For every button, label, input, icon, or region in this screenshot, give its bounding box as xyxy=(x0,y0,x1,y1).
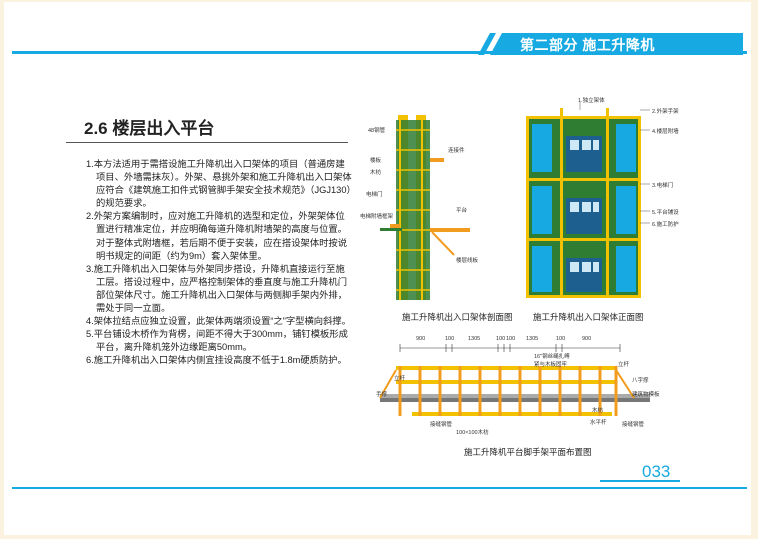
label-figure-eight-brace: 八字撑 xyxy=(632,378,649,384)
paragraph-3: 3.施工升降机出入口架体与外架同步搭设，升降机直接运行至施工层。搭设过程中，应严… xyxy=(86,263,348,314)
label-connector: 连接件 xyxy=(448,148,465,154)
body-text: 1.本方法适用于需搭设施工升降机出入口架体的项目（普通房建项目、外墙需抹灰）。外… xyxy=(86,158,352,368)
label-wire-rope: 16"钢丝绳扎缚紧与木板固牢 xyxy=(534,354,570,368)
plan-view-figure: 900 100 1305 100 100 1305 100 900 立杆 手撑 … xyxy=(360,336,660,436)
label-timber-size: 100×100木枋 xyxy=(456,430,489,436)
paragraph-2: 2.外架方案编制时，应对施工升降机的选型和定位，外架架体位置进行精准定位，并应明… xyxy=(86,211,348,261)
label-hand-brace: 手撑 xyxy=(376,392,388,398)
dim-1: 900 xyxy=(416,336,426,342)
label-floor-slab: 楼板 xyxy=(370,158,382,164)
dim-6: 1305 xyxy=(526,336,539,342)
section-view-caption: 施工升降机出入口架体剖面图 xyxy=(402,312,513,322)
label-protection: 6.施工防护 xyxy=(652,222,679,228)
paragraph-6: 6.施工升降机出入口架体内侧宜挂设高度不低于1.8m硬质防护。 xyxy=(86,355,347,366)
label-door: 3.电梯门 xyxy=(652,183,674,189)
paragraph-5: 5.平台铺设木桥作为背楞，间距不得大于300mm，铺钉模板形成平台，离升降机笼外… xyxy=(86,329,348,353)
footer-accent-line xyxy=(600,480,680,482)
header-banner xyxy=(478,33,743,55)
label-48-pipe: 48钢管 xyxy=(368,128,386,134)
page-number: 033 xyxy=(642,462,671,481)
label-platform-laying: 5.平台铺设 xyxy=(652,210,679,216)
header-title: 第二部分 施工升降机 xyxy=(520,37,655,53)
label-timber-plan: 木枋 xyxy=(592,408,604,414)
footer-rule xyxy=(12,487,747,489)
dim-8: 900 xyxy=(582,336,592,342)
dim-7: 100 xyxy=(556,336,566,342)
section-divider xyxy=(66,142,348,143)
paragraph-1: 1.本方法适用于需搭设施工升降机出入口架体的项目（普通房建项目、外墙需抹灰）。外… xyxy=(86,159,352,209)
header-rule xyxy=(12,51,747,54)
label-pole-left: 立杆 xyxy=(394,376,406,382)
dim-3: 1305 xyxy=(468,336,481,342)
label-wall-tie: 4.楼层附墙 xyxy=(652,129,679,135)
label-independent-frame: 1.独立架体 xyxy=(578,98,605,104)
label-joint-pipe-right: 接缝钢管 xyxy=(622,422,645,428)
label-external-scaffold: 2.外架手架 xyxy=(652,109,679,115)
front-view-figure: 1.独立架体 2.外架手架 4.楼层附墙 3.电梯门 5.平台铺设 6.施工防护 xyxy=(520,96,700,306)
plan-view-caption: 施工升降机平台脚手架平面布置图 xyxy=(464,447,592,457)
section-title: 2.6 楼层出入平台 xyxy=(84,119,215,138)
paragraph-4: 4.架体拉结点应独立设置，此架体两端须设置“之”字型横向斜撑。 xyxy=(86,316,351,327)
label-building-formwork: 建筑物模板 xyxy=(632,392,660,398)
dim-5: 100 xyxy=(506,336,516,342)
label-horizontal-bar: 水平杆 xyxy=(590,420,607,426)
label-joint-pipe-left: 接缝钢管 xyxy=(430,422,453,428)
front-view-caption: 施工升降机出入口架体正面图 xyxy=(533,312,644,322)
label-pole-right: 立杆 xyxy=(618,362,630,368)
label-platform: 平台 xyxy=(456,208,468,214)
label-floor-line: 楼层线板 xyxy=(456,258,479,264)
label-timber: 木枋 xyxy=(370,170,382,176)
label-elevator-frame: 电梯附墙框架 xyxy=(360,214,394,220)
dim-4: 100 xyxy=(496,336,506,342)
dim-2: 100 xyxy=(445,336,455,342)
section-view-figure: 48钢管 楼板 木枋 电梯门 电梯附墙框架 连接件 平台 楼层线板 xyxy=(360,110,505,305)
label-elevator-door: 电梯门 xyxy=(366,192,383,198)
